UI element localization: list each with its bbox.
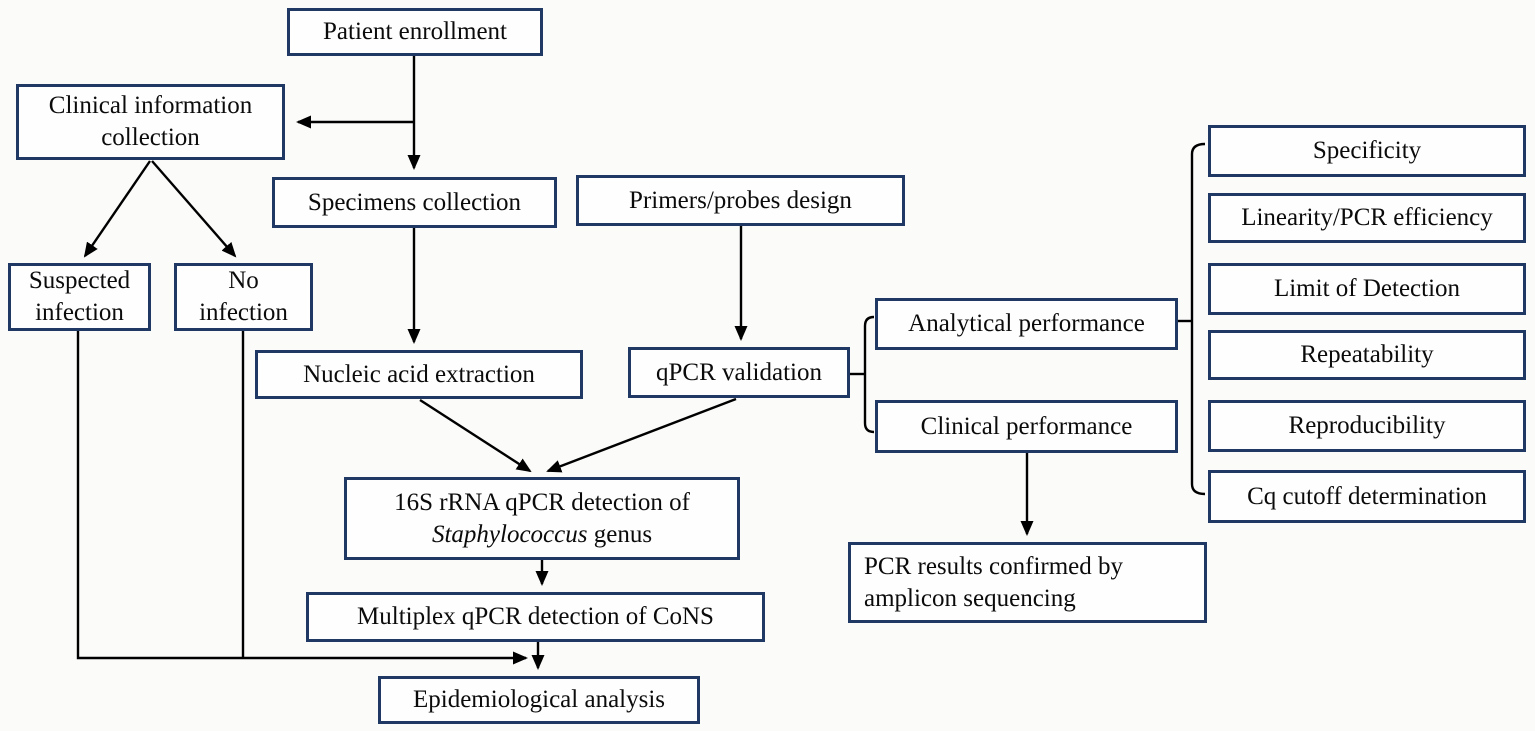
node-label: Repeatability bbox=[1300, 341, 1434, 368]
node-repeatability: Repeatability bbox=[1208, 330, 1526, 380]
node-nucleic-acid-extraction: Nucleic acid extraction bbox=[255, 350, 583, 399]
node-label: qPCR validation bbox=[656, 358, 822, 386]
node-reproducibility: Reproducibility bbox=[1208, 400, 1526, 452]
node-label: Nucleic acid extraction bbox=[303, 360, 535, 388]
node-label-line: Clinical information bbox=[48, 92, 253, 119]
arrow-clinical-to-no-infection bbox=[151, 160, 237, 258]
node-clinical-information-collection: Clinical information collection bbox=[16, 84, 285, 160]
node-label: Analytical performance bbox=[908, 310, 1145, 337]
node-label: Epidemiological analysis bbox=[412, 686, 666, 713]
node-label: Multiplex qPCR detection of CoNS bbox=[357, 603, 714, 630]
node-label-line: infection bbox=[35, 299, 124, 326]
node-linearity-pcr-efficiency: Linearity/PCR efficiency bbox=[1208, 193, 1526, 243]
node-label: Clinical performance bbox=[920, 412, 1133, 440]
node-suspected-infection: Suspected infection bbox=[8, 263, 151, 331]
node-cq-cutoff-determination: Cq cutoff determination bbox=[1208, 470, 1526, 523]
node-qpcr-validation: qPCR validation bbox=[628, 347, 850, 398]
node-label-line: infection bbox=[199, 299, 288, 326]
node-multiplex-qpcr-cons: Multiplex qPCR detection of CoNS bbox=[306, 592, 765, 642]
node-label: Limit of Detection bbox=[1273, 275, 1461, 302]
node-label: Reproducibility bbox=[1288, 412, 1446, 439]
node-specimens-collection: Specimens collection bbox=[272, 177, 557, 228]
node-clinical-performance: Clinical performance bbox=[875, 400, 1178, 453]
node-limit-of-detection: Limit of Detection bbox=[1208, 263, 1526, 315]
node-label-line: PCR results confirmed by bbox=[864, 552, 1124, 580]
node-analytical-performance: Analytical performance bbox=[875, 298, 1178, 350]
node-pcr-results-confirmed: PCR results confirmed by amplicon sequen… bbox=[848, 542, 1207, 623]
node-epidemiological-analysis: Epidemiological analysis bbox=[378, 676, 700, 724]
node-primers-probes-design: Primers/probes design bbox=[576, 175, 905, 226]
node-label-line: Staphylococcus genus bbox=[431, 520, 653, 548]
bracket-analytical-metrics bbox=[1190, 142, 1206, 496]
node-label-line: amplicon sequencing bbox=[864, 584, 1076, 612]
node-label: Specimens collection bbox=[307, 188, 522, 216]
arrow-qpcr-to-16s bbox=[546, 397, 737, 473]
node-label-line: 16S rRNA qPCR detection of bbox=[394, 488, 690, 516]
node-label: Patient enrollment bbox=[323, 18, 507, 45]
genus-name-italic: Staphylococcus bbox=[431, 520, 588, 548]
node-label: Specificity bbox=[1312, 137, 1422, 164]
node-label: Primers/probes design bbox=[629, 186, 852, 214]
bracket-qpcr-performance bbox=[863, 315, 875, 434]
arrow-clinical-to-suspected bbox=[83, 160, 151, 258]
node-label: Cq cutoff determination bbox=[1247, 482, 1487, 510]
node-label-line: No bbox=[228, 267, 259, 294]
node-no-infection: No infection bbox=[174, 263, 313, 331]
node-16s-rrna-qpcr-detection: 16S rRNA qPCR detection of Staphylococcu… bbox=[344, 477, 740, 560]
node-label: Linearity/PCR efficiency bbox=[1241, 204, 1493, 231]
node-label-line: Suspected bbox=[28, 267, 131, 294]
node-patient-enrollment: Patient enrollment bbox=[287, 8, 543, 56]
arrow-nucleic-to-16s bbox=[419, 398, 532, 473]
node-specificity: Specificity bbox=[1208, 125, 1526, 177]
node-label-line: collection bbox=[101, 124, 200, 151]
line-suspected-to-epidemiological bbox=[76, 331, 528, 665]
